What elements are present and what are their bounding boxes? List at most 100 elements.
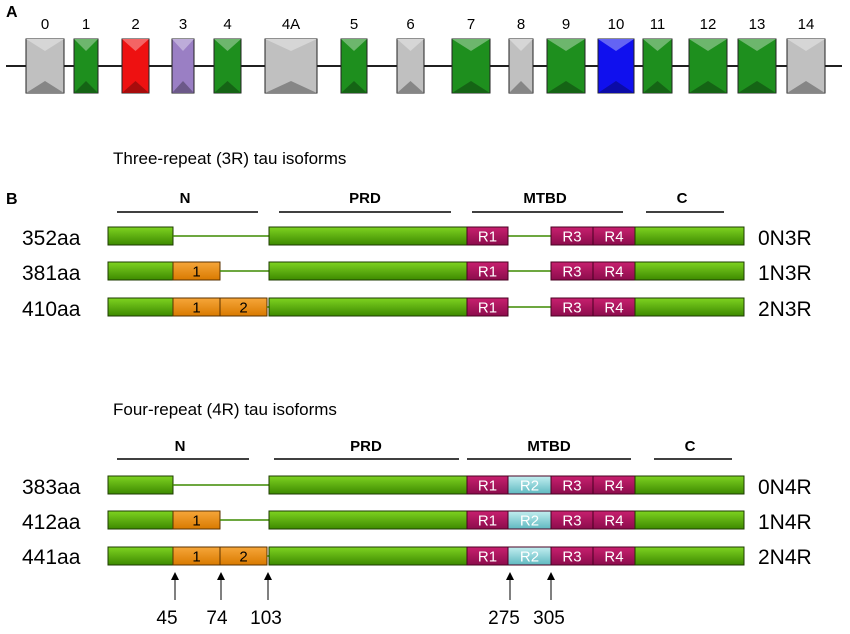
repeat-label: R2: [520, 478, 539, 495]
isoform-length-label: 352aa: [22, 227, 81, 250]
repeat-segment: [466, 226, 509, 246]
exon-label: 9: [562, 16, 570, 33]
n-terminal-segment: [107, 261, 174, 281]
repeat-label: R1: [478, 229, 497, 246]
repeat-label: R4: [604, 549, 623, 566]
exon-box: 3: [171, 16, 195, 94]
repeat-label: R4: [604, 478, 623, 495]
domain-label-prd: PRD: [350, 438, 382, 455]
c-terminal-segment: [634, 510, 745, 530]
exon-bevel-bottom: [397, 81, 424, 93]
position-markers: 45 74 103 275 305: [156, 572, 565, 629]
exon-bevel-top: [547, 39, 585, 51]
exon-box: 12: [688, 16, 728, 94]
domain-label-n: N: [175, 438, 186, 455]
isoform-length-label: 410aa: [22, 298, 81, 321]
exon-box: 14: [786, 16, 826, 94]
n-insert-label: 2: [239, 549, 247, 566]
exon-label: 13: [749, 16, 766, 33]
3r-group-heading: Three-repeat (3R) tau isoforms: [113, 149, 346, 168]
exon-box: 6: [396, 16, 425, 94]
isoform-name-label: 1N4R: [758, 511, 812, 534]
domain-label-mtbd: MTBD: [523, 190, 566, 207]
exon-bevel-bottom: [341, 81, 367, 93]
isoform-name-label: 1N3R: [758, 262, 812, 285]
exon-box: 13: [737, 16, 777, 94]
arrow-head-icon: [506, 572, 514, 580]
repeat-label: R1: [478, 264, 497, 281]
panel-a-label: A: [6, 4, 18, 21]
exon-box: 0: [25, 16, 65, 94]
domain-label-mtbd: MTBD: [527, 438, 570, 455]
exon-box: 4: [213, 16, 242, 94]
panel-b-label: B: [6, 191, 18, 208]
exon-box: 5: [340, 16, 368, 94]
repeat-label: R4: [604, 229, 623, 246]
exon-bevel-bottom: [689, 81, 727, 93]
arrow-head-icon: [264, 572, 272, 580]
exon-bevel-top: [172, 39, 194, 51]
repeat-segment: [466, 297, 509, 317]
isoform-length-label: 383aa: [22, 476, 81, 499]
exon-bevel-bottom: [738, 81, 776, 93]
repeat-label: R3: [562, 513, 581, 530]
exon-label: 8: [517, 16, 525, 33]
prd-segment: [268, 546, 468, 566]
prd-segment: [268, 261, 468, 281]
arrow-head-icon: [547, 572, 555, 580]
isoform-name-label: 2N3R: [758, 298, 812, 321]
isoform-length-label: 441aa: [22, 546, 81, 569]
repeat-label: R3: [562, 264, 581, 281]
exon-bevel-top: [643, 39, 672, 51]
exon-label: 3: [179, 16, 187, 33]
repeat-label: R1: [478, 513, 497, 530]
n-insert-label: 2: [239, 300, 247, 317]
exon-bevel-top: [598, 39, 634, 51]
exon-box: 8: [508, 16, 534, 94]
domain-label-c: C: [685, 438, 696, 455]
isoform-name-label: 0N3R: [758, 227, 812, 250]
exon-label: 4: [223, 16, 231, 33]
isoform-name-label: 2N4R: [758, 546, 812, 569]
arrow-head-icon: [171, 572, 179, 580]
repeat-label: R2: [520, 513, 539, 530]
n-terminal-segment: [107, 546, 174, 566]
exon-box: 2: [121, 16, 150, 94]
exon-bevel-top: [265, 39, 317, 51]
c-terminal-segment: [634, 261, 745, 281]
c-terminal-segment: [634, 546, 745, 566]
position-label: 305: [533, 608, 565, 629]
exon-box: 4A: [264, 16, 318, 94]
exon-bevel-bottom: [598, 81, 634, 93]
exon-bevel-top: [397, 39, 424, 51]
domain-label-c: C: [677, 190, 688, 207]
position-label: 45: [156, 608, 177, 629]
position-label: 74: [206, 608, 228, 629]
exon-box: 7: [451, 16, 491, 94]
arrow-head-icon: [217, 572, 225, 580]
repeat-label: R2: [520, 549, 539, 566]
exon-label: 1: [82, 16, 90, 33]
repeat-label: R3: [562, 549, 581, 566]
repeat-label: R3: [562, 300, 581, 317]
exon-bevel-top: [26, 39, 64, 51]
exon-bevel-bottom: [547, 81, 585, 93]
exon-bevel-top: [74, 39, 98, 51]
repeat-label: R1: [478, 478, 497, 495]
exon-box: 1: [73, 16, 99, 94]
n-insert-label: 1: [192, 264, 200, 281]
n-terminal-segment: [107, 297, 174, 317]
exon-label: 4A: [282, 16, 300, 33]
exon-label: 10: [608, 16, 625, 33]
exon-bevel-bottom: [265, 81, 317, 93]
exon-bevel-bottom: [26, 81, 64, 93]
c-terminal-segment: [634, 226, 745, 246]
exon-bevel-top: [689, 39, 727, 51]
